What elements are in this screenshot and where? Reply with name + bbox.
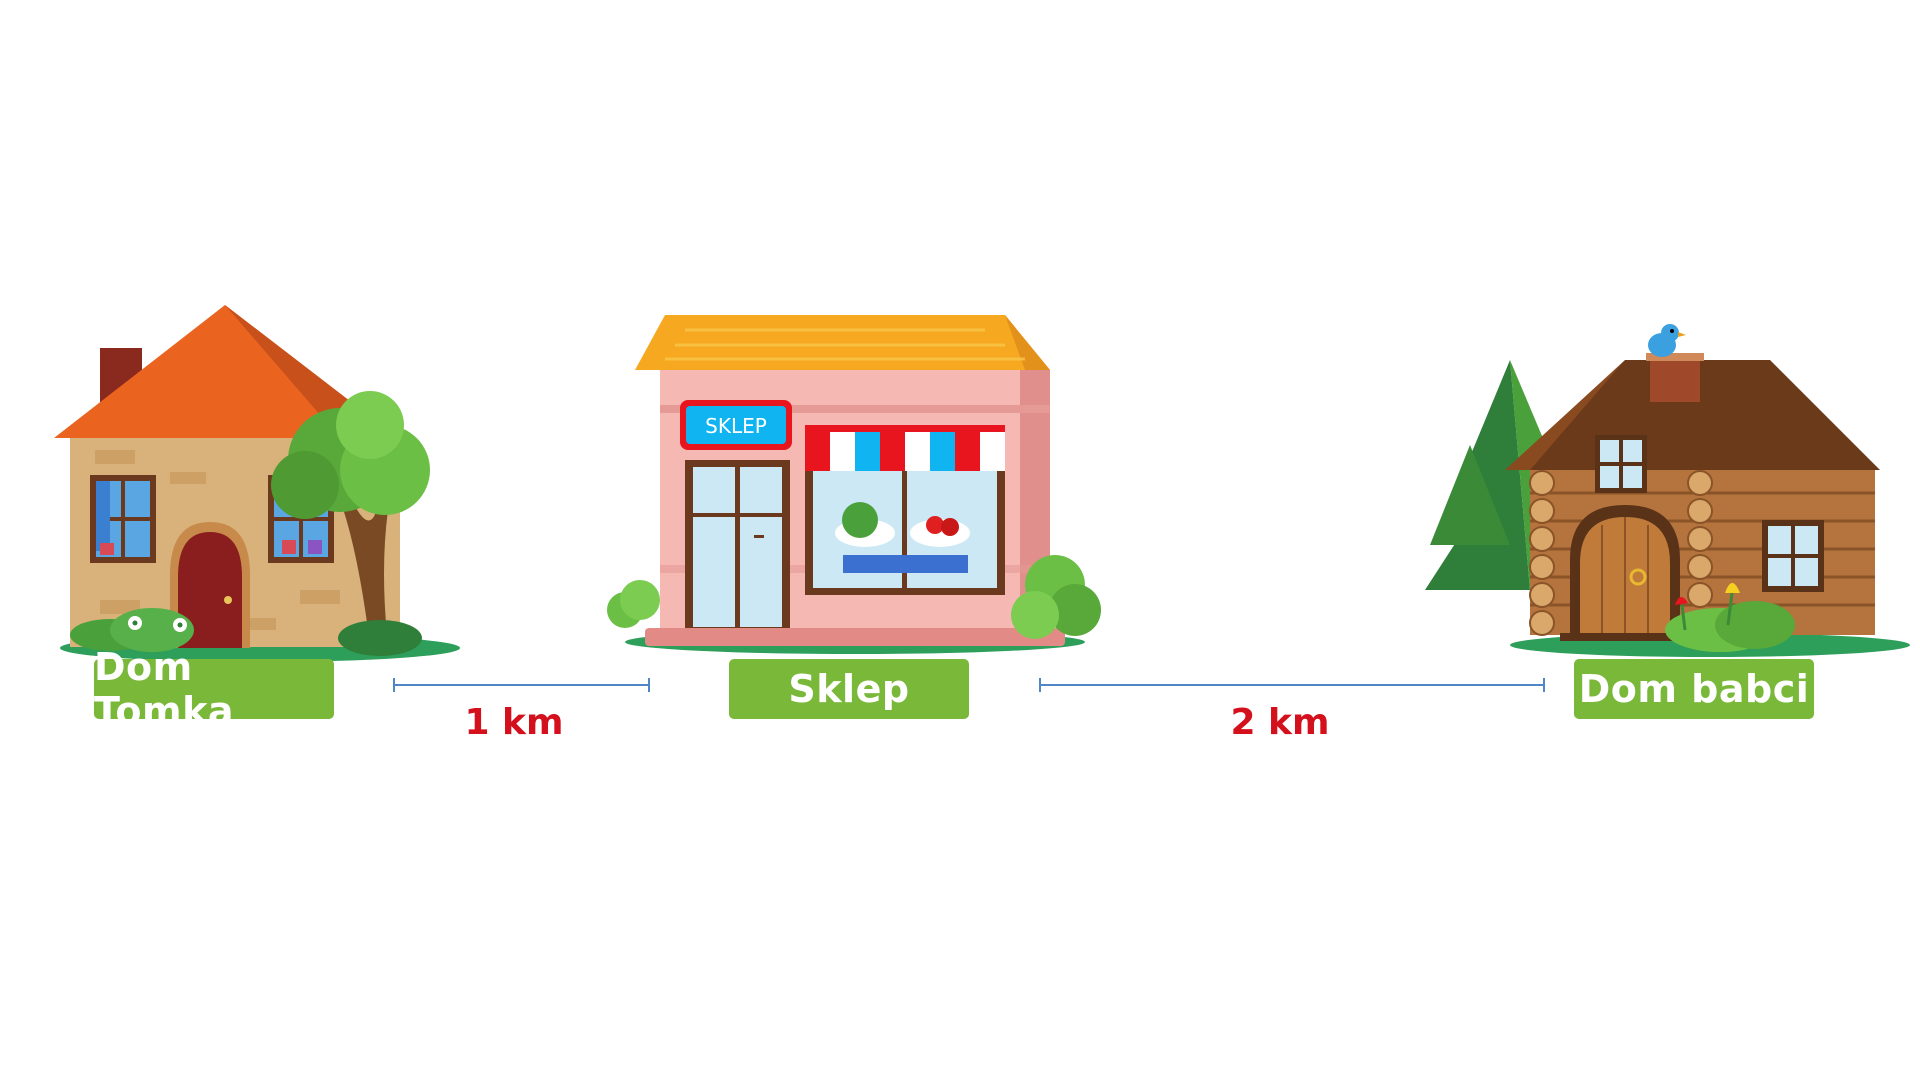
brick-house-icon — [54, 305, 460, 662]
shop-sign: SKLEP — [705, 414, 767, 438]
place-label-sklep: Sklep — [729, 659, 969, 719]
place-label-dom-tomka: Dom Tomka — [94, 645, 334, 733]
distance-label-2: 2 km — [1230, 702, 1330, 743]
place-label-dom-babci: Dom babci — [1574, 659, 1814, 719]
shop-icon: SKLEP — [607, 315, 1101, 654]
distance-ruler-1 — [393, 678, 650, 692]
log-cabin-icon — [1425, 324, 1910, 657]
distance-label-1: 1 km — [464, 702, 564, 743]
distance-ruler-2 — [1039, 678, 1545, 692]
bird-icon — [1648, 324, 1686, 357]
